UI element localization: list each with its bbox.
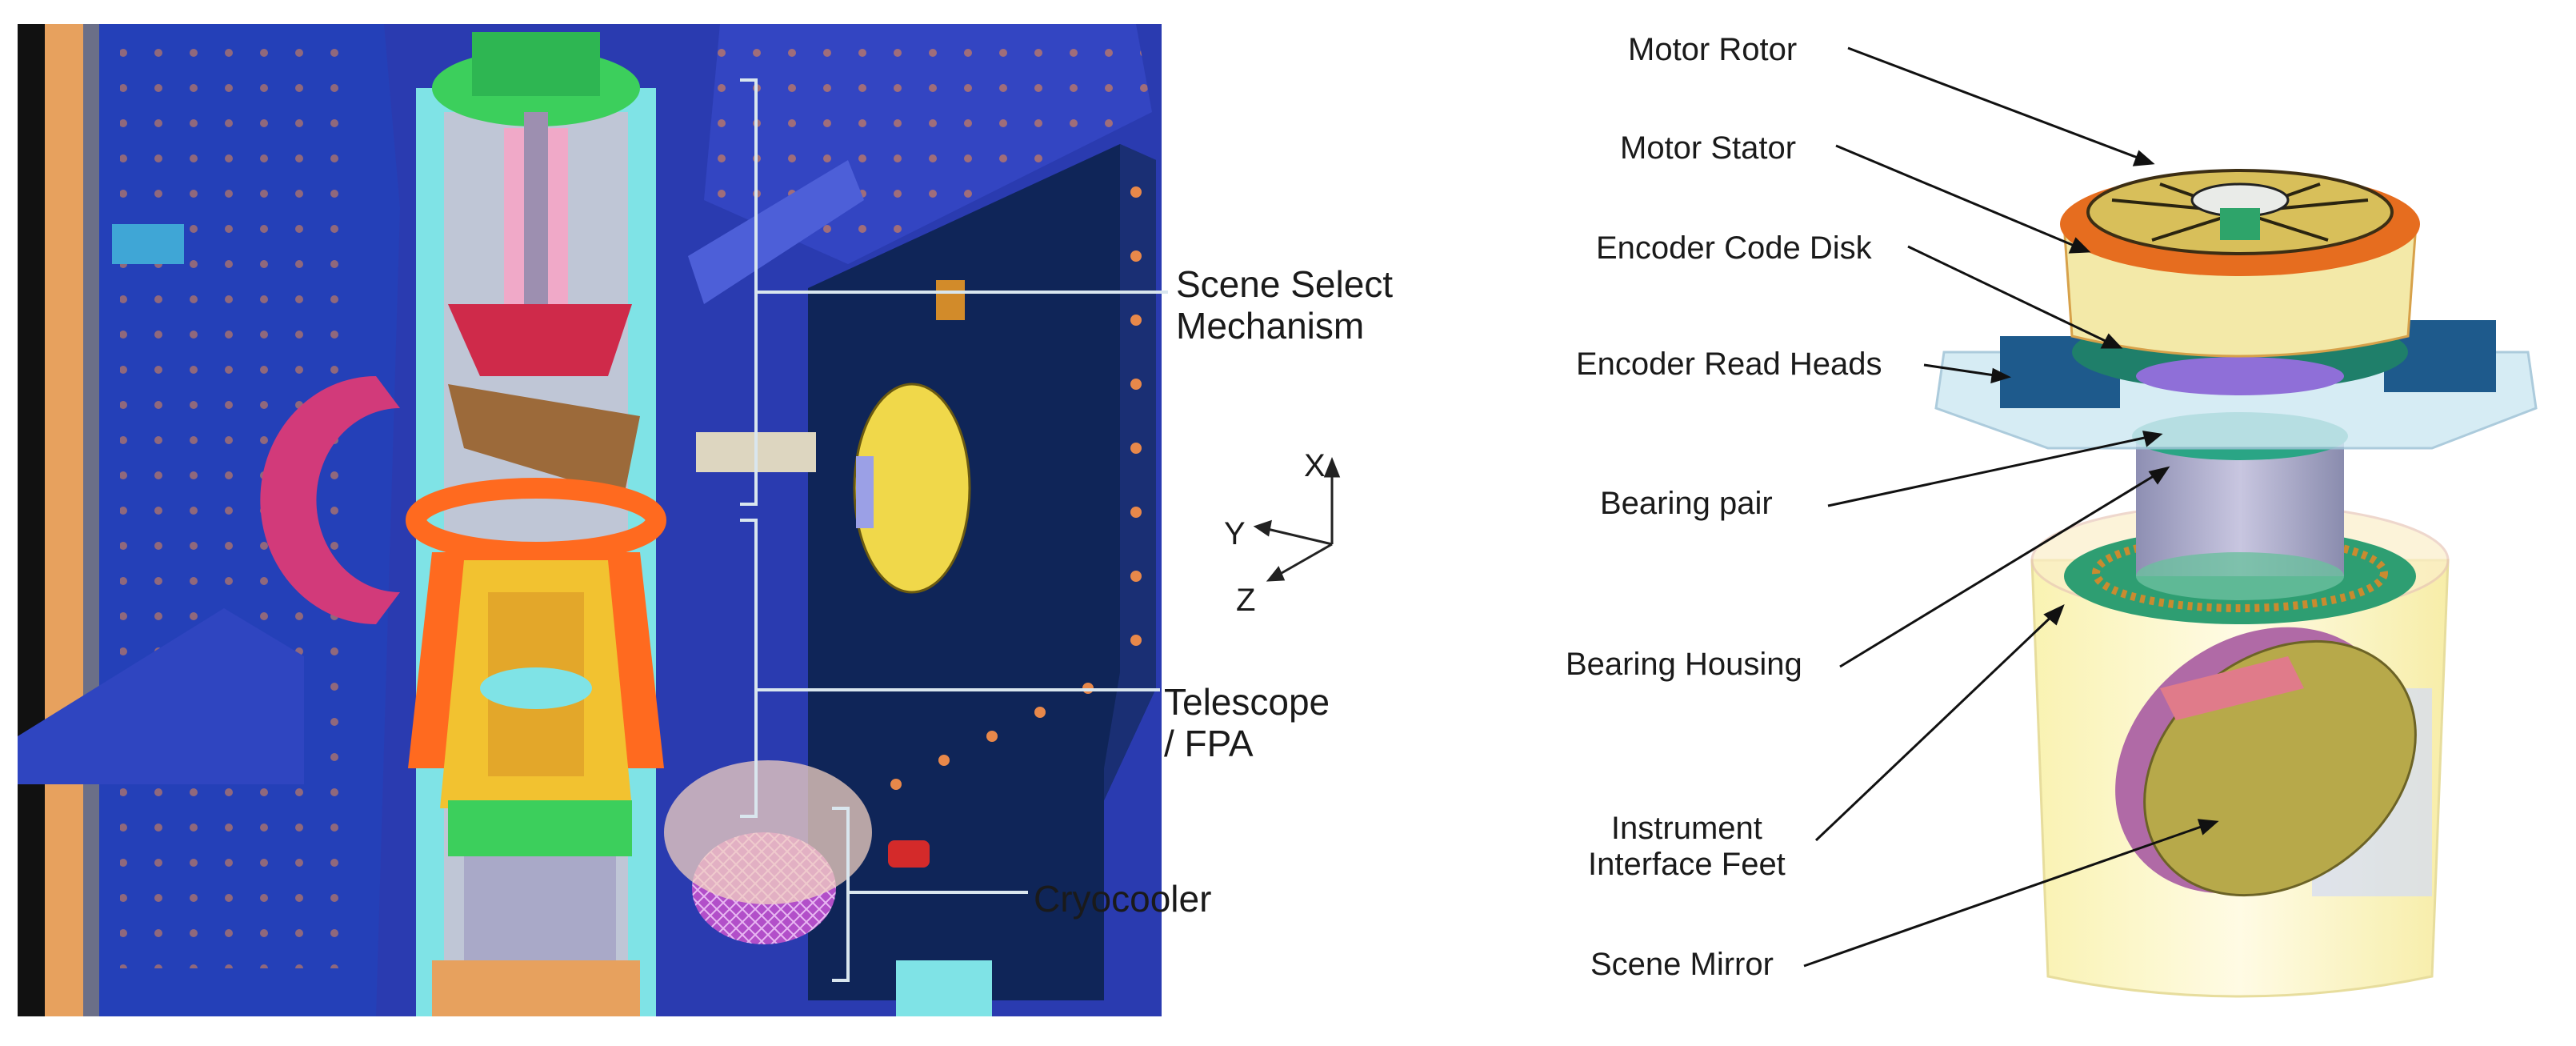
magenta-crescent [260, 376, 400, 624]
bearing-pair-leader [1827, 435, 2153, 507]
encoder-purple-ring [2136, 357, 2344, 395]
edge-stripe-orange [45, 24, 83, 1016]
y-axis-head [1253, 519, 1272, 537]
left-cad-cutaway [18, 24, 1168, 1016]
callout-scene-mirror: Scene Mirror [1590, 947, 1774, 982]
cyan-bracket [112, 224, 184, 264]
edge-stripe-black [18, 24, 45, 1016]
axis-label-y: Y [1224, 516, 1246, 551]
axis-label-x: X [1304, 448, 1326, 483]
blue-cross-brace [688, 160, 864, 304]
bottom-cyan-feet [896, 960, 992, 1016]
telescope-bracket [740, 519, 758, 818]
motor-stator-leader [1835, 144, 2081, 250]
scene-mirror-leader [1803, 823, 2209, 968]
read-heads-leader [1923, 363, 2001, 378]
x-axis-head [1323, 456, 1341, 478]
callout-motor-rotor: Motor Rotor [1628, 32, 1798, 67]
motor-rotor-leader [1847, 46, 2145, 162]
bearing-housing-leader [1839, 471, 2161, 668]
mirror-slot [856, 456, 874, 528]
yellow-disk [853, 383, 971, 594]
right-leader-arrows [1803, 46, 2219, 968]
callout-bearing-housing: Bearing Housing [1566, 647, 1802, 682]
callout-cryocooler: Cryocooler [1034, 878, 1212, 920]
edge-stripe-grey [83, 24, 99, 1016]
interface-feet-leader [1814, 611, 2058, 842]
cryocooler-bracket [832, 807, 850, 982]
bracket-lines [740, 78, 1168, 982]
copper-tab [936, 280, 965, 320]
axis-label-z: Z [1236, 583, 1256, 618]
red-rotor [448, 304, 632, 376]
top-green-block [472, 32, 600, 96]
bearing-cylinder-base [2136, 552, 2344, 600]
telescope-box-panel [808, 144, 1156, 1000]
callout-instrument-interface-feet: Instrument Interface Feet [1588, 811, 1786, 882]
callout-telescope-fpa: Telescope / FPA [1164, 681, 1330, 764]
callout-bearing-pair: Bearing pair [1600, 486, 1773, 521]
z-axis-head [1266, 566, 1286, 582]
brown-wedge [448, 384, 640, 496]
left-support-arm [18, 608, 304, 784]
cryocooler-shell [664, 760, 872, 904]
mirror-mount-bracket [2160, 656, 2304, 720]
z-axis-arrow [1275, 543, 1333, 578]
lower-orange-plate [432, 960, 640, 1016]
telescope-box-edge [1104, 144, 1156, 800]
cyan-lens [480, 667, 592, 709]
right-mechanism-illustration [1934, 169, 2538, 998]
encoder-disk-leader [1907, 245, 2113, 346]
coordinate-axes [1253, 456, 1341, 582]
rotor-shaft-green [2220, 208, 2260, 240]
callout-motor-stator: Motor Stator [1620, 130, 1797, 166]
red-indicator [888, 840, 930, 868]
green-base [448, 800, 632, 856]
callout-encoder-read-heads: Encoder Read Heads [1576, 347, 1882, 382]
y-axis-arrow [1263, 527, 1333, 546]
lower-grey-fittings [464, 856, 616, 968]
callout-encoder-code-disk: Encoder Code Disk [1596, 230, 1872, 266]
blue-frame-rivet-field [120, 48, 360, 968]
callout-scene-select-mechanism: Scene Select Mechanism [1176, 263, 1394, 347]
